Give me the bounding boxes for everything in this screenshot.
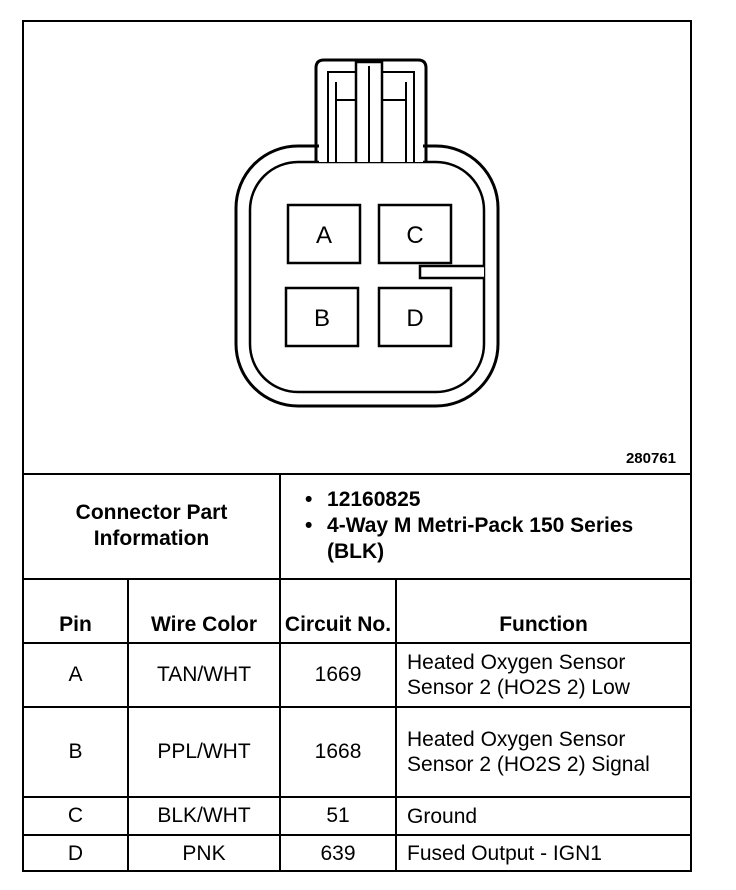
cell-pin: A [24,642,129,708]
cell-circuit: 1668 [279,706,398,798]
table-row: A TAN/WHT 1669 Heated Oxygen Sensor Sens… [24,642,691,708]
cell-pin: B [24,706,129,798]
cell-function: Heated Oxygen Sensor Sensor 2 (HO2S 2) L… [395,642,691,708]
part-info-label: Connector Part Information [24,473,282,580]
pin-cavity-c [377,203,453,265]
cell-wire-color: BLK/WHT [126,796,282,836]
figure-id: 280761 [625,450,676,467]
part-info-item: •12160825 [305,487,421,511]
cell-circuit: 51 [279,796,398,836]
cell-pin: D [24,834,129,871]
connector-keyway [418,264,484,280]
part-info-item: •4-Way M Metri-Pack 150 Series (BLK) [305,513,634,563]
pin-cavity-b [284,286,360,348]
cell-wire-color: PNK [126,834,282,871]
header-pin: Pin [24,578,129,644]
pin-cavity-a [286,203,362,265]
table-row: D PNK 639 Fused Output - IGN1 [24,834,691,871]
connector-drawing: A C B D [234,58,500,408]
pinout-table: Connector Part Information •12160825 •4-… [24,473,691,871]
cell-wire-color: TAN/WHT [126,642,282,708]
part-info-row: Connector Part Information •12160825 •4-… [24,473,691,580]
cell-circuit: 639 [279,834,398,871]
pin-cavity-d [377,286,453,348]
pin-label-b: B [314,305,330,332]
cell-circuit: 1669 [279,642,398,708]
connector-lock-tab [314,58,428,164]
table-row: B PPL/WHT 1668 Heated Oxygen Sensor Sens… [24,706,691,798]
table-row: C BLK/WHT 51 Ground [24,796,691,836]
cell-function: Heated Oxygen Sensor Sensor 2 (HO2S 2) S… [395,706,691,798]
header-wire-color: Wire Color [126,578,282,644]
cell-function: Ground [395,796,691,836]
connector-sheet: A C B D 280761 Connector Part Informatio… [22,20,692,872]
cell-pin: C [24,796,129,836]
pin-label-a: A [316,222,332,249]
pin-label-c: C [406,222,423,249]
cell-function: Fused Output - IGN1 [395,834,691,871]
table-header-row: Pin Wire Color Circuit No. Function [24,578,691,644]
cell-wire-color: PPL/WHT [126,706,282,798]
pin-label-d: D [406,305,423,332]
header-circuit-no: Circuit No. [279,578,398,644]
header-function: Function [395,578,691,644]
part-info-list: •12160825 •4-Way M Metri-Pack 150 Series… [279,473,691,580]
connector-diagram: A C B D 280761 [24,22,690,475]
